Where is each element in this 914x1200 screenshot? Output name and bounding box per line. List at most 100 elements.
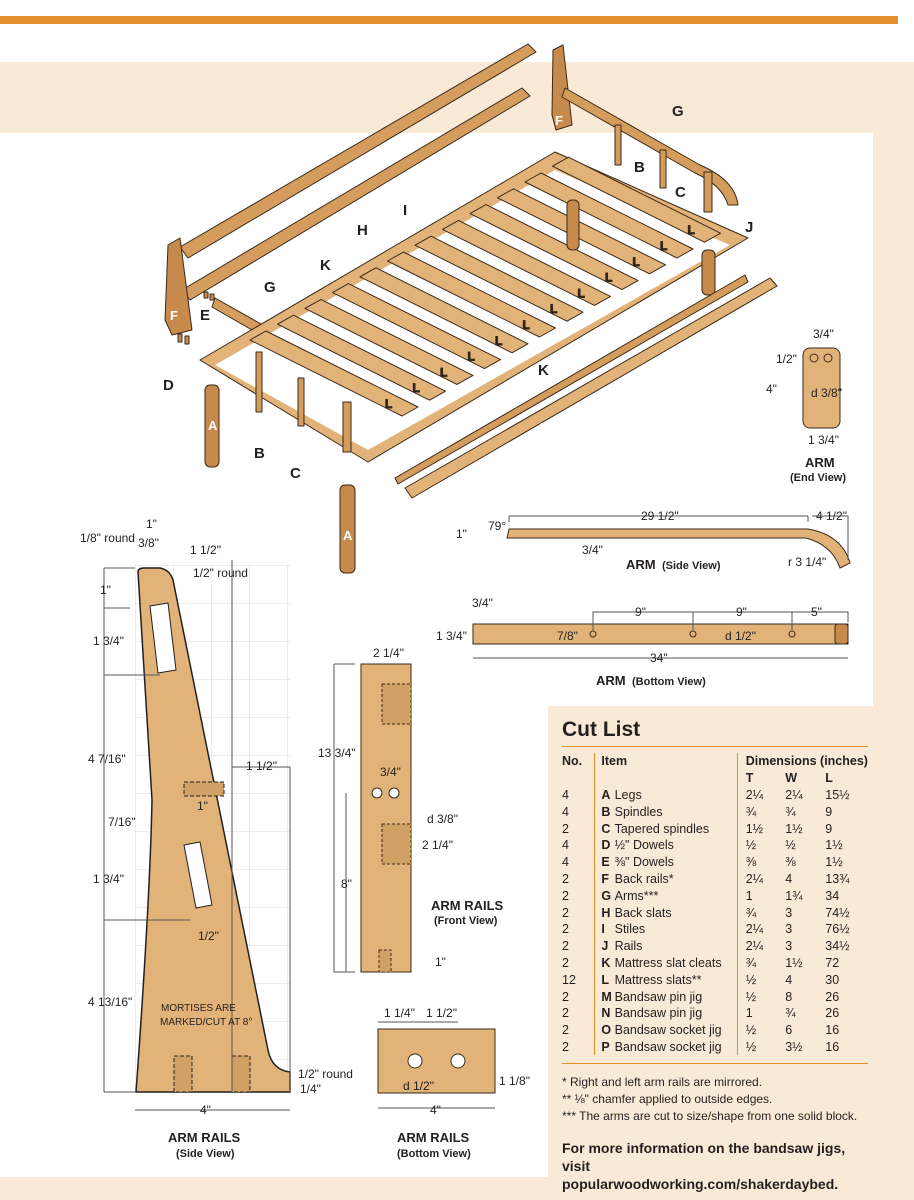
cell-t: ⅜ [736,853,786,871]
svg-text:7/16": 7/16" [108,815,136,829]
more-info-link[interactable]: visit popularwoodworking.com/shakerdaybe… [562,1158,839,1193]
svg-text:G: G [264,279,276,296]
header-w: W [785,771,798,786]
cell-l: 16 [825,1023,840,1038]
svg-text:2 1/4": 2 1/4" [373,646,404,660]
cell-item: Mattress slat cleats [614,955,722,970]
slat-label: L [385,397,392,411]
cell-l: 1½ [825,838,843,853]
cell-item: Stiles [614,922,646,937]
slat-label: L [605,271,612,285]
cell-item: Bandsaw pin jig [614,1006,703,1021]
mattress-slat [469,204,639,291]
cell-id: A [594,786,615,804]
header-row: No. Item Dimensions (inches) [562,753,868,770]
svg-text:3/4": 3/4" [582,543,603,557]
svg-text:1": 1" [197,799,208,813]
svg-text:B: B [634,159,645,176]
svg-text:ARM: ARM [596,673,626,688]
cell-l: 74½ [825,905,850,920]
svg-text:4 13/16": 4 13/16" [88,995,132,1009]
cell-id: C [594,820,615,837]
slat-label: L [578,286,585,300]
svg-text:1 1/8": 1 1/8" [499,1074,530,1088]
svg-text:5": 5" [811,605,822,619]
svg-text:1 3/4": 1 3/4" [808,433,839,447]
mattress-slat [332,283,501,370]
cell-no: 4 [562,855,569,870]
svg-text:79°: 79° [488,519,506,533]
cell-no: 2 [562,871,569,886]
svg-text:7/8": 7/8" [557,629,578,643]
cell-id: O [594,1021,615,1039]
cell-t: 1½ [736,820,786,837]
header-no: No. [562,754,583,769]
cell-item: Back slats [614,905,672,920]
cell-t: ½ [736,1038,786,1056]
svg-text:4": 4" [430,1103,441,1117]
cell-w: 4 [785,972,793,987]
cell-w: 3½ [785,1039,803,1054]
front-stile [404,277,778,499]
svg-text:MORTISES ARE: MORTISES ARE [161,1003,236,1014]
cell-w: 3 [785,939,793,954]
svg-text:A: A [343,528,353,543]
mattress-slat [387,251,556,338]
footnotes: * Right and left arm rails are mirrored.… [562,1063,868,1125]
arm-side-view: 79° 1" 29 1/2" 4 1/2" 3/4" r 3 1/4" ARM … [456,509,851,572]
svg-text:(Front View): (Front View) [434,915,498,927]
cell-l: 9 [825,804,833,819]
svg-text:(End View): (End View) [790,472,846,484]
cell-w: 3 [785,922,793,937]
arm-rail-front-view: 2 1/4" 13 3/4" 3/4" d 3/8" 2 1/4" 8" 1" … [318,646,504,973]
svg-text:I: I [540,420,544,435]
slat-label: L [660,239,667,253]
cell-w: ¾ [785,804,796,819]
cell-t: 1 [736,887,786,905]
slat-label: L [523,318,530,332]
cell-no: 4 [562,787,569,802]
svg-text:ARM RAILS: ARM RAILS [431,898,504,913]
cell-no: 2 [562,939,569,954]
svg-text:D: D [163,377,174,394]
footnote: * Right and left arm rails are mirrored. [562,1075,763,1090]
cell-w: 4 [785,871,793,886]
svg-text:1 3/4": 1 3/4" [93,634,124,648]
svg-text:8": 8" [341,877,352,891]
cell-no: 4 [562,804,569,819]
mattress-slat [304,298,474,385]
svg-text:ARM: ARM [626,557,656,572]
svg-text:1/2" round: 1/2" round [298,1067,353,1081]
arm-end-view: 3/4" 1/2" 4" d 3/8" 1 3/4" ARM (End View… [766,327,846,484]
svg-text:34": 34" [650,651,668,665]
svg-text:K: K [538,362,549,379]
legs [204,199,716,574]
svg-text:r 3 1/4": r 3 1/4" [788,555,826,569]
mattress-slat [497,188,666,275]
cut-list-title: Cut List [562,718,868,747]
svg-text:ARM RAILS: ARM RAILS [397,1130,470,1145]
part-labels: G F B C I J H K G F E D A J B C A K I [163,103,753,543]
svg-text:4 1/2": 4 1/2" [816,509,847,523]
mattress-slat [524,172,694,259]
cell-id: F [594,870,615,888]
cell-w: ⅜ [785,855,796,870]
cell-l: 1½ [825,855,843,870]
svg-text:d 3/8": d 3/8" [811,386,842,400]
svg-text:3/4": 3/4" [813,327,834,341]
cell-t: 1 [736,1004,786,1022]
svg-text:1 1/2": 1 1/2" [246,759,277,773]
cell-id: I [594,920,615,938]
cell-id: E [594,853,615,871]
cell-t: 2¼ [736,870,786,888]
cell-t: ¾ [736,904,786,921]
header-t: T [736,769,786,787]
